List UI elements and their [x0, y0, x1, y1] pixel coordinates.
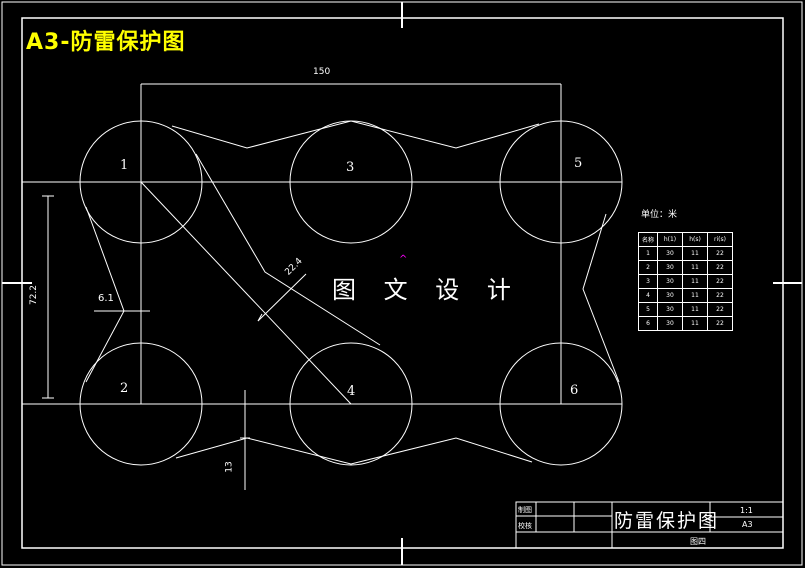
- circle-label-2: 2: [120, 381, 129, 396]
- table-cell: 4: [638, 288, 658, 303]
- table-cell: 11: [682, 260, 708, 275]
- dim-diag-line: [257, 273, 307, 322]
- table-cell: 11: [682, 316, 708, 331]
- watermark-text: 图 文 设 计: [332, 276, 521, 304]
- table-cell: 22: [707, 246, 733, 261]
- table-cell: 5: [638, 302, 658, 317]
- table-header: 名称: [638, 232, 658, 247]
- title-block-sheet: 图四: [690, 537, 706, 546]
- envelope-top: [171, 120, 540, 149]
- table-row: 3 30 11 22: [638, 274, 733, 289]
- circle-label-4: 4: [347, 384, 356, 399]
- envelope-right: [582, 213, 620, 383]
- table-row: 2 30 11 22: [638, 260, 733, 275]
- title-block: [515, 501, 784, 549]
- title-block-checked: 校核: [518, 522, 532, 530]
- parameter-table: 名称 h(1) h(s) ri(s) 1 30 11 22 2 30 11 22…: [638, 232, 733, 331]
- circle-label-6: 6: [570, 383, 579, 398]
- table-cell: 30: [657, 302, 683, 317]
- table-cell: 22: [707, 288, 733, 303]
- table-row: 6 30 11 22: [638, 316, 733, 331]
- diagonal-center-line: [140, 181, 352, 405]
- table-row: 4 30 11 22: [638, 288, 733, 303]
- table-cell: 22: [707, 274, 733, 289]
- title-block-drawn: 制图: [518, 506, 532, 514]
- table-cell: 30: [657, 246, 683, 261]
- table-header: h(s): [682, 232, 708, 247]
- dim-height-label: 72.2: [29, 284, 40, 306]
- table-cell: 30: [657, 288, 683, 303]
- dim-width-label: 150: [313, 67, 331, 77]
- envelope-bottom: [175, 437, 533, 465]
- table-cell: 3: [638, 274, 658, 289]
- table-cell: 22: [707, 260, 733, 275]
- table-cell: 22: [707, 302, 733, 317]
- title-block-scale: 1:1: [740, 506, 753, 515]
- envelope-diagonal: [195, 153, 381, 346]
- table-header-row: 名称 h(1) h(s) ri(s): [638, 232, 733, 247]
- title-block-size: A3: [742, 520, 753, 529]
- unit-label: 单位：米: [641, 210, 678, 220]
- dim-offset-label: 6.1: [98, 293, 114, 304]
- table-cell: 6: [638, 316, 658, 331]
- table-cell: 11: [682, 302, 708, 317]
- cursor-marker: ^: [399, 254, 407, 265]
- title-block-name: 防雷保护图: [614, 510, 720, 532]
- circle-label-1: 1: [120, 158, 129, 173]
- table-cell: 2: [638, 260, 658, 275]
- circle-label-3: 3: [346, 160, 355, 175]
- table-cell: 30: [657, 316, 683, 331]
- table-cell: 11: [682, 274, 708, 289]
- table-cell: 1: [638, 246, 658, 261]
- drawing-title: A3-防雷保护图: [26, 30, 186, 55]
- table-cell: 30: [657, 274, 683, 289]
- table-cell: 11: [682, 288, 708, 303]
- table-header: ri(s): [707, 232, 733, 247]
- circle-label-5: 5: [574, 156, 583, 171]
- dim-gap-label: 13: [224, 461, 235, 473]
- table-row: 5 30 11 22: [638, 302, 733, 317]
- table-header: h(1): [657, 232, 683, 247]
- table-row: 1 30 11 22: [638, 246, 733, 261]
- table-cell: 11: [682, 246, 708, 261]
- table-cell: 22: [707, 316, 733, 331]
- table-cell: 30: [657, 260, 683, 275]
